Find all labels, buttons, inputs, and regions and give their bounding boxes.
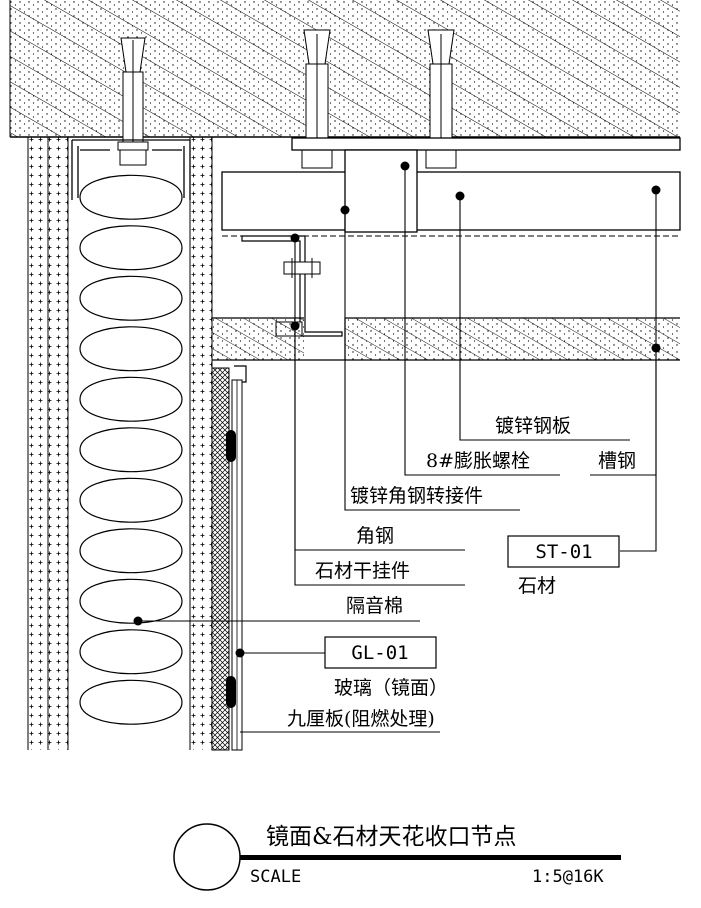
channel-steel <box>221 149 681 237</box>
label-soundproof-wool: 隔音棉 <box>346 595 403 617</box>
label-angle-steel: 角钢 <box>356 525 394 547</box>
title-block: 镜面&石材天花收口节点 SCALE 1:5@16K <box>173 823 621 891</box>
label-plywood: 九厘板(阻燃处理) <box>287 708 435 730</box>
stone-slab <box>212 317 680 361</box>
stone-tag: ST-01 <box>507 535 620 568</box>
label-angle-connector: 镀锌角钢转接件 <box>350 485 483 507</box>
mirror-glass <box>226 365 247 751</box>
label-channel-steel: 槽钢 <box>598 450 636 472</box>
label-expansion-bolt: 8#膨胀螺栓 <box>426 450 530 472</box>
scale-label: SCALE <box>250 867 301 887</box>
wool-loops <box>79 174 183 725</box>
wall-stud <box>71 139 191 200</box>
label-glass-mirror: 玻璃（镜面） <box>334 677 448 699</box>
concrete-slab <box>9 0 680 138</box>
label-galvanized-plate: 镀锌钢板 <box>495 415 571 437</box>
leader-lines <box>138 166 657 733</box>
soundproof-wool <box>79 174 183 725</box>
expansion-bolt-right <box>425 29 457 169</box>
plywood-panel <box>211 367 230 751</box>
stone-tag-text: ST-01 <box>535 541 592 563</box>
scale-value: 1:5@16K <box>532 867 604 887</box>
label-stone-hanger: 石材干挂件 <box>315 560 410 582</box>
galvanized-plate <box>291 137 681 151</box>
glass-tag: GL-01 <box>324 636 437 669</box>
drawing-title: 镜面&石材天花收口节点 <box>266 824 516 850</box>
expansion-bolt-left <box>117 37 149 166</box>
left-wall-board <box>27 137 213 750</box>
glass-tag-text: GL-01 <box>351 642 408 664</box>
label-stone: 石材 <box>518 575 556 597</box>
